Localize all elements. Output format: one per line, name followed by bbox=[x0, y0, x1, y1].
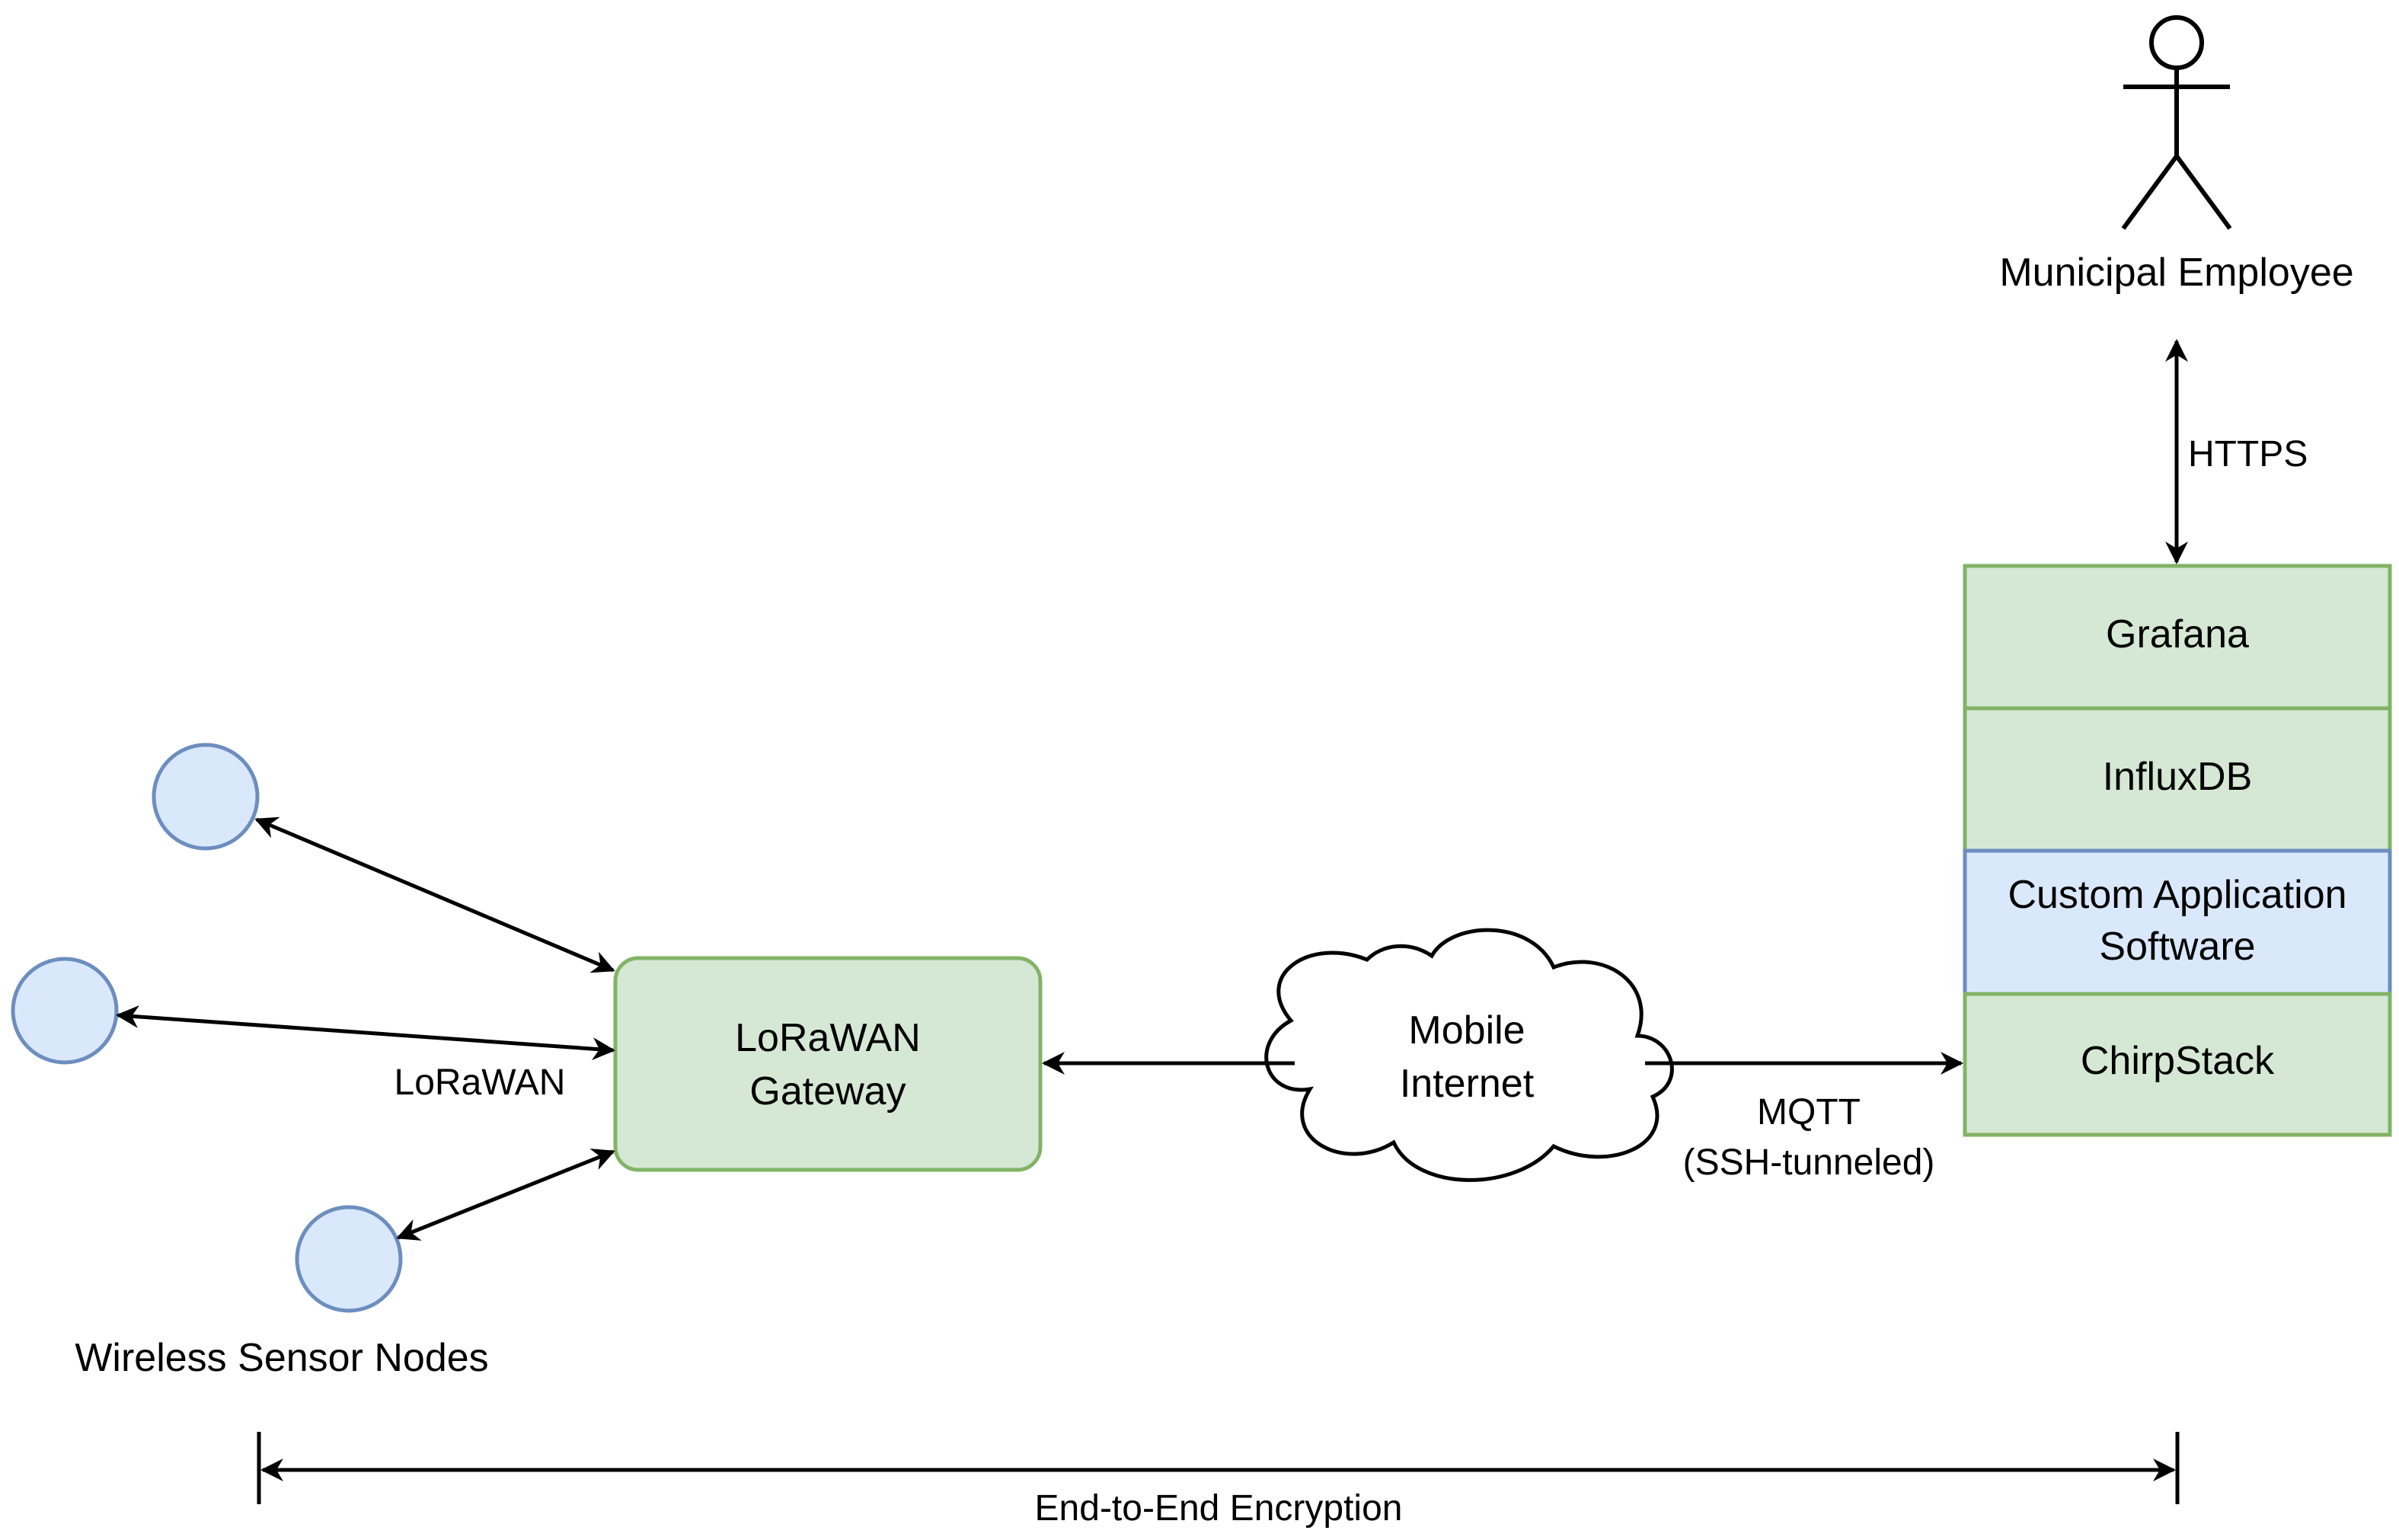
sensor-node-1 bbox=[152, 743, 260, 851]
sensor-1-link-arrow bbox=[254, 816, 615, 973]
sensor-3-link-arrow bbox=[396, 1149, 615, 1241]
custom-application-label-line1: Custom Application bbox=[2008, 873, 2346, 917]
grafana-box bbox=[1963, 564, 2392, 711]
cloud-label-line2: Internet bbox=[1400, 1062, 1535, 1106]
chirpstack-box bbox=[1963, 992, 2392, 1137]
grafana-label: Grafana bbox=[2106, 612, 2249, 657]
influxdb-label: InfluxDB bbox=[2103, 755, 2253, 799]
actor-label: Municipal Employee bbox=[1999, 251, 2353, 295]
mqtt-label-line1: MQTT bbox=[1757, 1092, 1861, 1133]
actor-left-leg bbox=[2121, 155, 2179, 230]
gateway-label-line1: LoRaWAN bbox=[735, 1016, 921, 1060]
influxdb-box bbox=[1963, 706, 2392, 853]
cloud-label-line1: Mobile bbox=[1408, 1008, 1525, 1053]
municipal-employee-actor bbox=[2121, 15, 2232, 230]
sensors-label: Wireless Sensor Nodes bbox=[75, 1336, 488, 1380]
lorawan-gateway-box bbox=[613, 956, 1043, 1172]
actor-right-leg bbox=[2174, 155, 2232, 230]
sensor-node-2 bbox=[11, 957, 119, 1065]
encryption-label: End-to-End Encryption bbox=[1035, 1488, 1403, 1529]
gateway-label-line2: Gateway bbox=[749, 1069, 906, 1113]
server-stack: Grafana InfluxDB Custom Application Soft… bbox=[1963, 564, 2392, 1137]
lorawan-link-label: LoRaWAN bbox=[395, 1062, 566, 1103]
sensor-2-link-arrow bbox=[116, 1005, 615, 1061]
https-label: HTTPS bbox=[2188, 434, 2308, 474]
mqtt-label-line2: (SSH-tunneled) bbox=[1683, 1142, 1935, 1183]
mobile-internet-cloud bbox=[1264, 928, 1674, 1182]
sensor-node-3 bbox=[295, 1205, 403, 1313]
custom-application-label-line2: Software bbox=[2099, 925, 2255, 969]
chirpstack-label: ChirpStack bbox=[2081, 1039, 2275, 1083]
custom-application-box bbox=[1963, 848, 2392, 996]
actor-head bbox=[2149, 15, 2204, 70]
